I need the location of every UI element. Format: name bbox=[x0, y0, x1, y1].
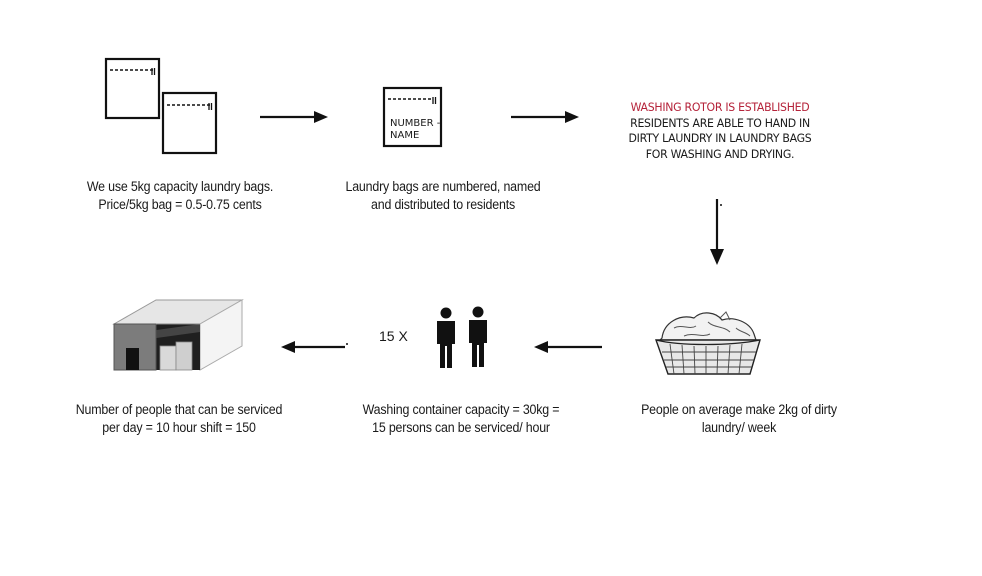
washing-rotor-line3: FOR WASHING AND DRYING. bbox=[645, 146, 795, 161]
shipping-container-icon bbox=[112, 299, 244, 371]
numbered-bag-icon bbox=[382, 86, 443, 148]
caption-step1-line2: Price/5kg bag = 0.5-0.75 cents bbox=[98, 197, 262, 212]
multiplier-label: 15 X bbox=[379, 328, 408, 344]
washing-rotor-line1: RESIDENTS ARE ABLE TO HAND IN bbox=[630, 115, 810, 130]
washing-rotor-text: WASHING ROTOR IS ESTABLISHED RESIDENTS A… bbox=[606, 100, 834, 162]
caption-step4-line1: People on average make 2kg of dirty bbox=[641, 402, 837, 417]
arrow-right-icon bbox=[511, 111, 579, 123]
caption-step6: Number of people that can be serviced pe… bbox=[53, 401, 305, 437]
caption-step4-line2: laundry/ week bbox=[701, 420, 777, 435]
bag-label-number: NUMBER - bbox=[390, 118, 441, 129]
arrow-right-icon bbox=[260, 111, 328, 123]
arrow-down-icon bbox=[710, 199, 724, 265]
caption-step2-line2: and distributed to residents bbox=[371, 197, 515, 212]
people-icon bbox=[437, 306, 487, 368]
caption-step1-line1: We use 5kg capacity laundry bags. bbox=[86, 179, 274, 194]
washing-rotor-line2: DIRTY LAUNDRY IN LAUNDRY BAGS bbox=[628, 131, 812, 145]
laundry-basket-icon bbox=[655, 311, 761, 375]
caption-step6-line2: per day = 10 hour shift = 150 bbox=[102, 420, 256, 435]
laundry-bags-icon bbox=[104, 57, 218, 155]
washing-rotor-heading: WASHING ROTOR IS ESTABLISHED bbox=[630, 100, 810, 114]
caption-step5: Washing container capacity = 30kg = 15 p… bbox=[340, 401, 581, 437]
caption-step5-line2: 15 persons can be serviced/ hour bbox=[372, 420, 550, 435]
caption-step2: Laundry bags are numbered, named and dis… bbox=[325, 178, 561, 214]
bag-label: NUMBER - NAME bbox=[390, 118, 440, 142]
caption-step2-line1: Laundry bags are numbered, named bbox=[345, 179, 541, 194]
arrow-left-icon bbox=[534, 341, 602, 353]
bag-label-name: NAME bbox=[390, 130, 420, 141]
caption-step1: We use 5kg capacity laundry bags. Price/… bbox=[70, 178, 291, 214]
arrow-left-icon bbox=[281, 341, 348, 353]
caption-step5-line1: Washing container capacity = 30kg = bbox=[362, 402, 560, 417]
caption-step4: People on average make 2kg of dirty laun… bbox=[611, 401, 867, 437]
caption-step6-line1: Number of people that can be serviced bbox=[75, 402, 283, 417]
